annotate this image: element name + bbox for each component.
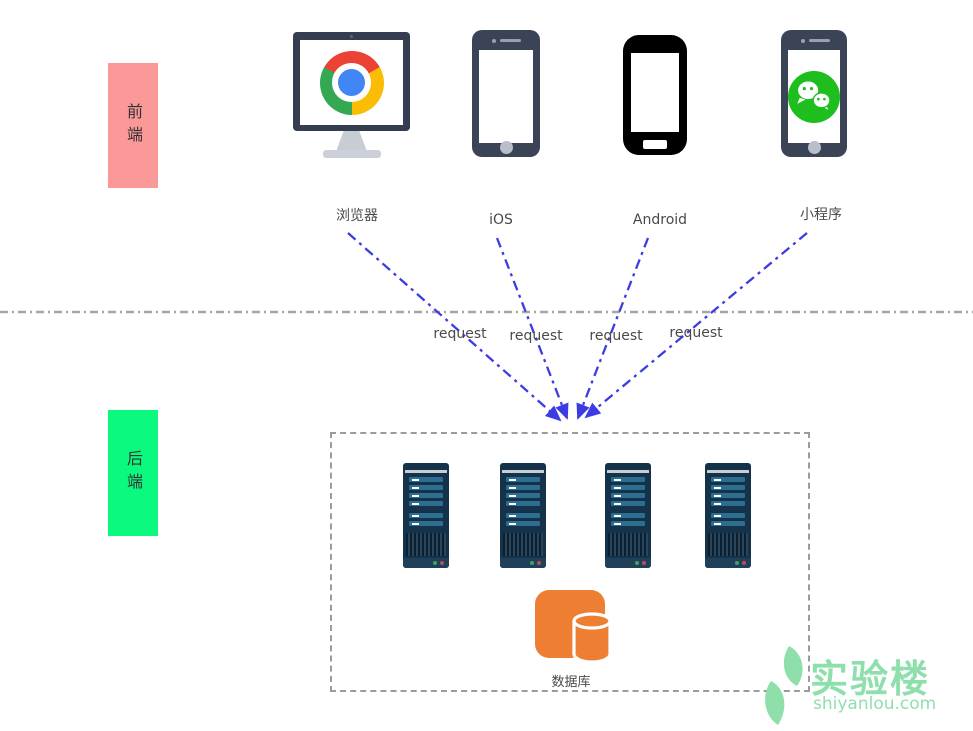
- wechat-logo-icon: [788, 70, 840, 123]
- server-led-red: [742, 561, 746, 565]
- browser-monitor-icon: [293, 32, 410, 158]
- backend-section-box: 后端: [108, 410, 158, 536]
- server-tower-3: [605, 463, 651, 568]
- android-home-bar: [643, 140, 667, 149]
- phone-home-button: [807, 141, 821, 154]
- server-tower-1: [403, 463, 449, 568]
- monitor-stand-neck: [336, 131, 367, 150]
- server-led-green: [530, 561, 534, 565]
- server-led-red: [537, 561, 541, 565]
- phone-speaker-line: [500, 39, 521, 42]
- monitor-frame: [293, 32, 410, 131]
- phone-camera-dot: [492, 39, 496, 43]
- android-screen: [631, 53, 679, 132]
- backend-cluster-box: [330, 432, 810, 692]
- android-phone-icon: [623, 35, 687, 155]
- shiyanlou-title: 实验楼: [810, 657, 931, 701]
- server-led-red: [642, 561, 646, 565]
- server-tower-2: [500, 463, 546, 568]
- shiyanlou-domain: shiyanlou.com: [813, 694, 937, 714]
- server-tower-4: [705, 463, 751, 568]
- server-led-green: [433, 561, 437, 565]
- server-led-red: [440, 561, 444, 565]
- request-label-1: request: [433, 326, 487, 342]
- device-label-ios: iOS: [489, 212, 513, 228]
- database-icon: [535, 590, 612, 664]
- phone-screen: [788, 50, 840, 143]
- iphone-icon: [472, 30, 540, 157]
- server-led-green: [735, 561, 739, 565]
- phone-home-button: [499, 141, 513, 154]
- database-cylinder-icon: [572, 612, 612, 664]
- device-label-browser: 浏览器: [336, 208, 378, 224]
- backend-section-label: 后端: [124, 450, 143, 496]
- phone-camera-dot: [801, 39, 805, 43]
- monitor-stand-base: [322, 150, 381, 158]
- request-label-3: request: [589, 328, 643, 344]
- shiyanlou-leaves-icon: [765, 646, 803, 725]
- request-label-4: request: [669, 325, 723, 341]
- device-label-android: Android: [632, 212, 688, 228]
- wechat-phone-icon: [781, 30, 847, 157]
- database-label: 数据库: [551, 675, 591, 690]
- server-led-green: [635, 561, 639, 565]
- phone-speaker-line: [809, 39, 830, 42]
- device-label-miniprogram: 小程序: [800, 207, 842, 223]
- frontend-section-box: 前端: [108, 63, 158, 188]
- request-label-2: request: [509, 328, 563, 344]
- monitor-camera-dot: [350, 35, 353, 38]
- phone-screen: [479, 50, 533, 143]
- frontend-section-label: 前端: [124, 102, 143, 149]
- monitor-screen: [300, 40, 403, 125]
- chrome-logo-icon: [319, 50, 384, 115]
